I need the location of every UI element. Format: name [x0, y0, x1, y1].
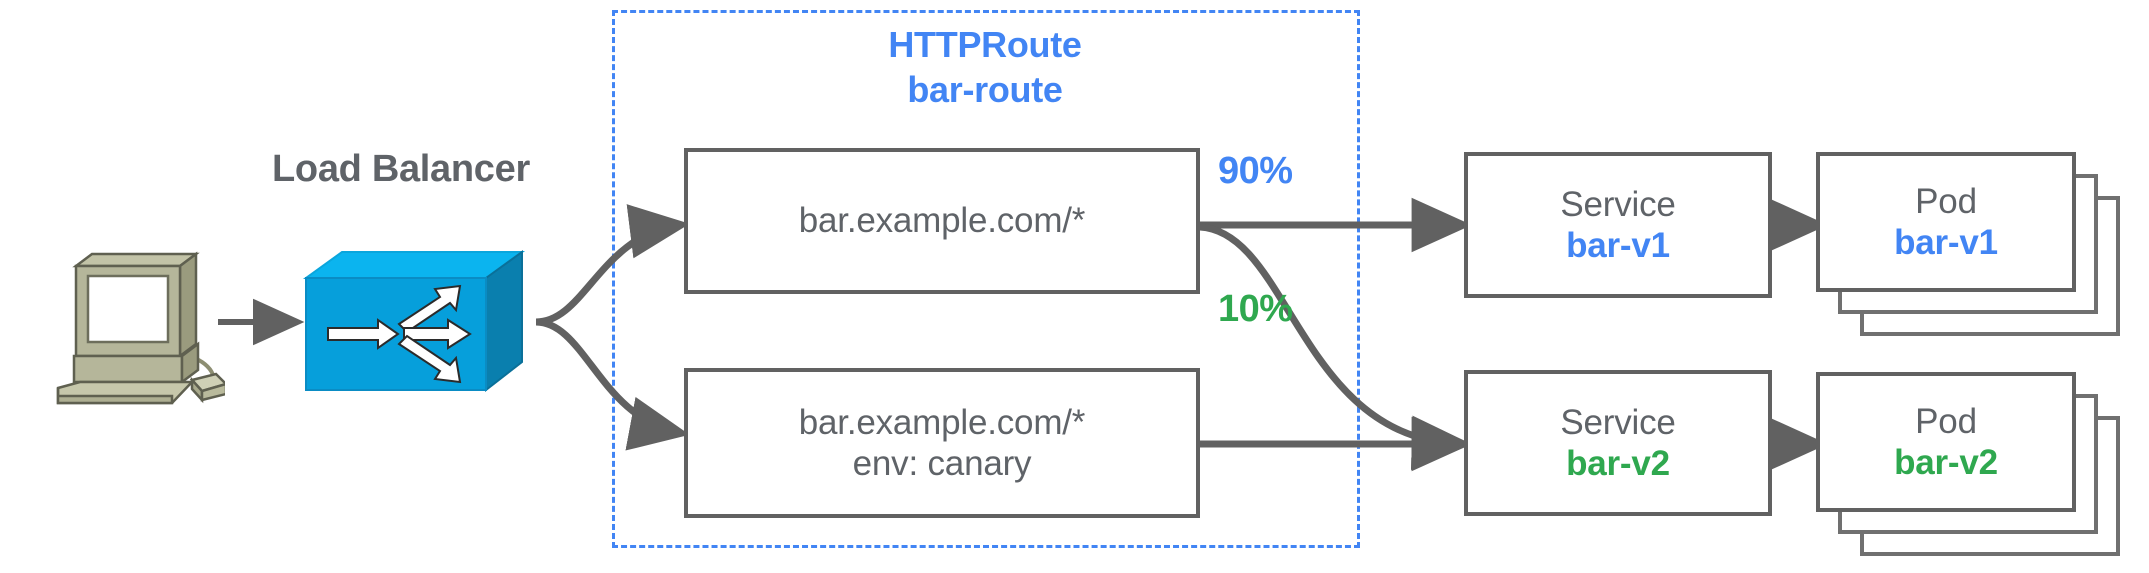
service-bar-v2-name: bar-v2	[1566, 444, 1670, 483]
pod-bar-v1-name: bar-v1	[1894, 223, 1998, 262]
service-bar-v1-kind: Service	[1560, 184, 1676, 224]
httproute-rule-2-box[interactable]: bar.example.com/* env: canary	[684, 368, 1200, 518]
rule-1-match-line-1: bar.example.com/*	[798, 201, 1086, 241]
pod-bar-v2-name: bar-v2	[1894, 443, 1998, 482]
service-bar-v1-box[interactable]: Service bar-v1	[1464, 152, 1772, 298]
edge-rule1-to-service-bar-v2	[1199, 223, 1472, 470]
pod-bar-v1-kind: Pod	[1915, 181, 1977, 221]
httproute-title: HTTPRoute bar-route	[740, 22, 1230, 112]
network-switch-icon-svg	[302, 250, 526, 393]
service-bar-v2-kind: Service	[1560, 402, 1676, 442]
rule-2-match-line-1: bar.example.com/*	[798, 402, 1086, 442]
network-switch-icon	[300, 248, 530, 396]
httproute-kind-label: HTTPRoute	[888, 24, 1082, 65]
httproute-name-label: bar-route	[907, 69, 1063, 110]
service-bar-v1-name: bar-v1	[1566, 226, 1670, 265]
pod-bar-v2-kind: Pod	[1915, 401, 1977, 441]
rule-2-match-line-2: env: canary	[852, 444, 1032, 483]
pod-bar-v2-box[interactable]: Pod bar-v2	[1816, 372, 2076, 512]
httproute-rule-1-box[interactable]: bar.example.com/*	[684, 148, 1200, 294]
desktop-computer-icon-svg	[56, 251, 229, 405]
service-bar-v2-box[interactable]: Service bar-v2	[1464, 370, 1772, 516]
edge-lb-to-rule-2	[535, 318, 690, 451]
weight-label-10: 10%	[1218, 288, 1293, 330]
desktop-computer-icon	[40, 248, 229, 408]
edge-lb-to-rule-1	[535, 204, 690, 326]
load-balancer-label: Load Balancer	[272, 148, 530, 190]
httproute-region-boundary	[612, 10, 1360, 548]
pod-bar-v1-box[interactable]: Pod bar-v1	[1816, 152, 2076, 292]
weight-label-90: 90%	[1218, 150, 1293, 192]
